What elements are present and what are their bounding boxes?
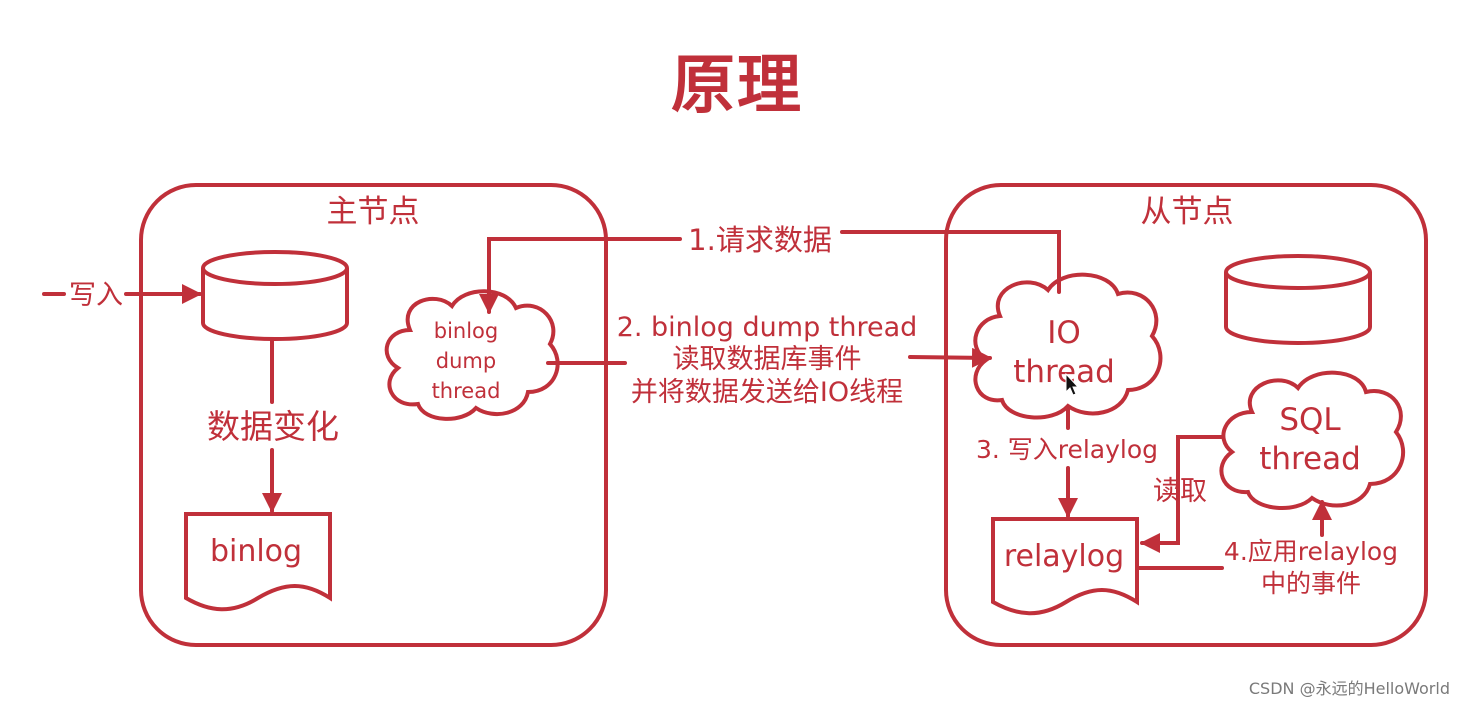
slave-node-box <box>944 183 1428 647</box>
step1-label: 1.请求数据 <box>688 223 832 257</box>
step3-label: 3. 写入relaylog <box>976 435 1158 464</box>
sql-thread-cloud <box>1219 370 1406 510</box>
master-node-label: 主节点 <box>327 194 420 230</box>
slave-node-label: 从节点 <box>1141 194 1234 230</box>
mouse-cursor-icon <box>1065 372 1080 396</box>
request-data-arrow-left <box>479 237 682 314</box>
step2-label-line: 2. binlog dump thread <box>617 312 918 343</box>
step2-label-line: 读取数据库事件 <box>673 344 862 375</box>
step4-label-line: 中的事件 <box>1261 569 1361 598</box>
binlog-label: binlog <box>210 534 302 569</box>
master-node-box <box>139 183 608 647</box>
page-title: 原理 <box>671 49 803 123</box>
slave-database-icon <box>1224 254 1372 345</box>
relaylog-label: relaylog <box>1004 539 1124 574</box>
dump-thread-label-line: binlog <box>434 319 499 343</box>
binlog-document-icon <box>184 512 332 612</box>
dump-thread-label-line: dump <box>436 349 496 373</box>
binlog-dump-thread-cloud <box>384 289 560 421</box>
step2-label-line: 并将数据发送给IO线程 <box>631 377 903 408</box>
read-relaylog-arrow <box>1140 435 1224 553</box>
read-label: 读取 <box>1153 476 1207 507</box>
master-database-icon <box>201 250 349 341</box>
write-label: 写入 <box>69 280 123 311</box>
data-change-label: 数据变化 <box>207 407 339 446</box>
sql-thread-label-line: thread <box>1259 441 1361 477</box>
watermark: CSDN @永远的HelloWorld <box>1248 679 1450 698</box>
sql-thread-label-line: SQL <box>1279 402 1341 438</box>
send-events-arrow <box>908 347 992 368</box>
relaylog-document-icon <box>991 517 1139 616</box>
dump-thread-label-line: thread <box>432 379 501 403</box>
io-thread-label-line: IO <box>1047 315 1081 351</box>
step4-label-line: 4.应用relaylog <box>1224 537 1398 566</box>
request-data-line-right <box>840 230 1061 294</box>
io-thread-label-line: thread <box>1013 354 1115 390</box>
